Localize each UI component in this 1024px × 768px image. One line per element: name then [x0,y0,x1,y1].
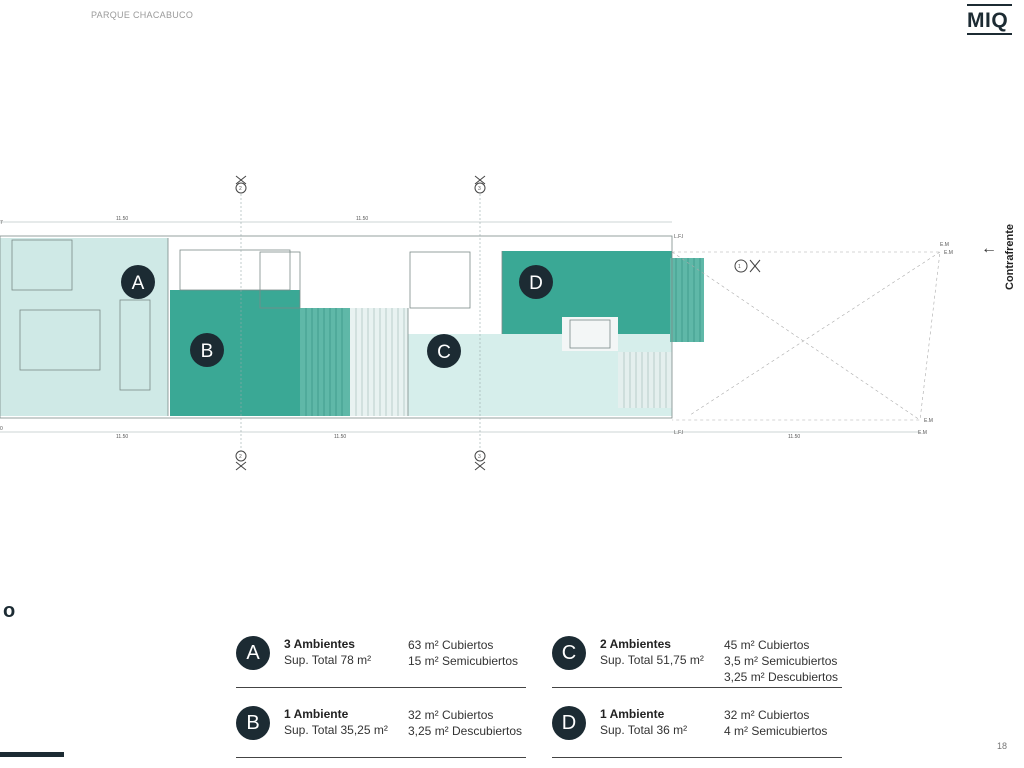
dim-top-1: 11.50 [116,216,128,222]
lfi-bottom: L.F.I [674,430,683,436]
unit-areas: 63 m² Cubiertos 15 m² Semicubiertos [408,637,518,669]
unit-badge: D [552,706,586,740]
stair-hatch [350,308,408,416]
unit-card-b: B 1 Ambiente Sup. Total 35,25 m² 32 m² C… [236,706,526,764]
unit-rooms: 1 Ambiente [600,707,665,721]
svg-text:B: B [201,341,214,362]
unit-d-bath [562,317,618,351]
unit-badge: B [236,706,270,740]
unit-b-area [170,290,300,416]
plan-badge-c: C [427,334,461,368]
unit-card-d: D 1 Ambiente Sup. Total 36 m² 32 m² Cubi… [552,706,842,764]
em-label-4: E.M [918,430,927,436]
axis-label-top-2: 2 [239,186,242,192]
plan-badge-a: A [121,265,155,299]
section-marker [734,259,761,273]
unit-d-balcony [670,258,704,342]
em-label-2: E.M [944,250,953,256]
dim-bottom-2: 11.50 [334,434,346,440]
plan-badge-d: D [519,265,553,299]
axis-marker-bottom-3 [474,450,486,471]
unit-rooms: 1 Ambiente [284,707,349,721]
unit-areas: 32 m² Cubiertos 4 m² Semicubiertos [724,707,827,739]
logo-top-bar [967,4,1012,6]
marker-label-1: 1 [738,264,741,270]
svg-text:A: A [132,273,145,294]
hatch-lines [305,258,701,416]
svg-text:D: D [529,273,543,294]
miq-logo: MIQ [967,4,1015,36]
dim-top-2: 11.50 [356,216,368,222]
plan-badge-b: B [190,333,224,367]
divider [236,687,526,688]
orientation-label: Contrafrente [1004,223,1016,290]
dim-bottom-3: 11.50 [788,434,800,440]
axis-marker-top-2 [235,175,247,194]
area-line: 3,5 m² Semicubiertos [724,654,838,668]
axis-label-top-3: 3 [478,186,481,192]
area-line: 4 m² Semicubiertos [724,724,828,738]
unit-b-patio [300,308,350,416]
unit-total: Sup. Total 78 m² [284,653,372,667]
divider [552,757,842,758]
dim-left-bottom: 0 [0,426,3,432]
lfi-top: L.F.I [674,234,683,240]
em-label-3: E.M [924,418,933,424]
floor-plan: 2 3 2 3 1 L.F.I L.F.I E.M E.M E.M E.M 11… [0,175,953,471]
header-title: PARQUE CHACABUCO [91,10,194,20]
cropped-heading: o [3,600,16,622]
unit-c-balcony [618,352,672,408]
area-line: 45 m² Cubiertos [724,638,810,652]
area-line: 3,25 m² Descubiertos [724,670,839,684]
unit-badge: C [552,636,586,670]
unit-badge: A [236,636,270,670]
orientation-arrow-icon: ← [981,240,997,257]
bottom-accent-bar [0,752,64,757]
unit-rooms: 2 Ambientes [600,637,671,651]
area-line: 15 m² Semicubiertos [408,654,519,668]
divider [236,757,526,758]
page-number: 18 [997,741,1008,751]
em-label-1: E.M [940,242,949,248]
unit-a-area [0,238,168,416]
area-line: 32 m² Cubiertos [408,708,494,722]
area-line: 3,25 m² Descubiertos [408,724,523,738]
logo-bottom-bar [967,33,1012,35]
area-line: 32 m² Cubiertos [724,708,810,722]
wall-lines [0,235,673,419]
unit-card-c: C 2 Ambientes Sup. Total 51,75 m² 45 m² … [552,636,842,694]
dimension-lines [0,190,920,460]
area-line: 63 m² Cubiertos [408,638,494,652]
unit-total: Sup. Total 51,75 m² [600,653,704,667]
axis-marker-bottom-2 [235,450,247,471]
unit-areas: 45 m² Cubiertos 3,5 m² Semicubiertos 3,2… [724,637,838,685]
logo-text: MIQ [967,9,1009,32]
axis-label-bottom-2: 2 [239,454,242,460]
unit-card-a: A 3 Ambientes Sup. Total 78 m² 63 m² Cub… [236,636,526,694]
svg-text:C: C [437,342,451,363]
unit-total: Sup. Total 35,25 m² [284,723,388,737]
axis-marker-top-3 [474,175,486,194]
divider [552,687,842,688]
dim-left-top: 7 [0,220,3,226]
axis-label-bottom-3: 3 [478,454,481,460]
rear-lot [671,251,941,421]
dim-bottom-1: 11.50 [116,434,128,440]
unit-total: Sup. Total 36 m² [600,723,688,737]
stair-lines [355,308,667,416]
unit-rooms: 3 Ambientes [284,637,355,651]
unit-areas: 32 m² Cubiertos 3,25 m² Descubiertos [408,707,522,739]
